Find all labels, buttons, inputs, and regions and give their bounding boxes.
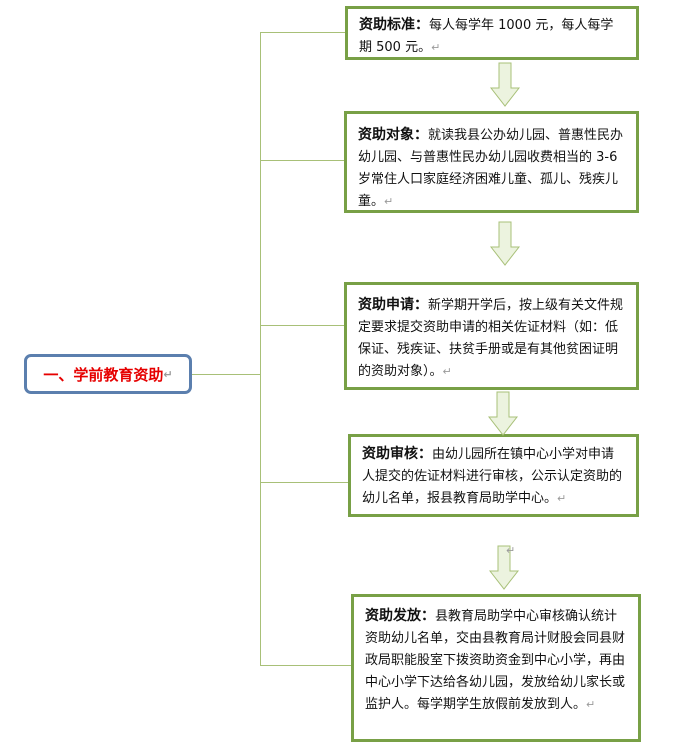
root-label: 一、学前教育资助 (43, 365, 164, 384)
step-label: 资助审核： (362, 446, 432, 462)
step-box-target: 资助对象：就读我县公办幼儿园、普惠性民办幼儿园、与普惠性民办幼儿园收费相当的 3… (344, 111, 639, 213)
step-label: 资助发放： (365, 608, 435, 624)
trunk-line (260, 32, 261, 665)
paragraph-mark: ↵ (384, 195, 394, 208)
root-connector (192, 374, 260, 375)
step-box-standard: 资助标准：每人每学年 1000 元，每人每学期 500 元。↵ (345, 6, 639, 60)
branch-line-3 (260, 325, 344, 326)
step-text: 县教育局助学中心审核确认统计资助幼儿名单，交由县教育局计财股会同县财政局职能股室… (365, 609, 626, 712)
down-arrow-icon (489, 62, 521, 108)
step-label: 资助标准： (359, 17, 429, 33)
branch-line-2 (260, 160, 344, 161)
down-arrow-icon (489, 221, 521, 267)
step-box-review: 资助审核：由幼儿园所在镇中心小学对申请人提交的佐证材料进行审核，公示认定资助的幼… (348, 434, 639, 517)
step-label: 资助对象： (358, 127, 428, 143)
step-box-distribution: 资助发放：县教育局助学中心审核确认统计资助幼儿名单，交由县教育局计财股会同县财政… (351, 594, 641, 742)
down-arrow-icon (488, 545, 520, 591)
down-arrow-icon (487, 391, 519, 437)
paragraph-mark: ↵ (506, 544, 516, 557)
paragraph-mark: ↵ (163, 367, 173, 381)
paragraph-mark: ↵ (431, 41, 441, 54)
branch-line-4 (260, 482, 348, 483)
branch-line-1 (260, 32, 345, 33)
branch-line-5 (260, 665, 351, 666)
root-node: 一、学前教育资助↵ (24, 354, 192, 394)
paragraph-mark: ↵ (442, 365, 452, 378)
step-label: 资助申请： (358, 297, 428, 313)
step-text: 新学期开学后，按上级有关文件规定要求提交资助申请的相关佐证材料（如：低保证、残疾… (358, 298, 624, 379)
step-text: 就读我县公办幼儿园、普惠性民办幼儿园、与普惠性民办幼儿园收费相当的 3-6 岁常… (358, 128, 624, 209)
step-text: 由幼儿园所在镇中心小学对申请人提交的佐证材料进行审核，公示认定资助的幼儿名单，报… (362, 447, 623, 506)
paragraph-mark: ↵ (557, 492, 567, 505)
paragraph-mark: ↵ (586, 698, 596, 711)
step-text: 每人每学年 1000 元，每人每学期 500 元。 (359, 18, 614, 55)
step-box-application: 资助申请：新学期开学后，按上级有关文件规定要求提交资助申请的相关佐证材料（如：低… (344, 282, 639, 390)
